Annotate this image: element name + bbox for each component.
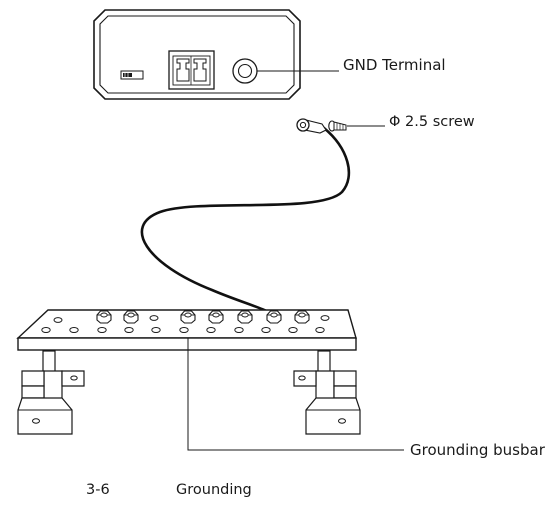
ring-terminal-icon — [296, 118, 327, 134]
mounting-bracket-right — [293, 370, 361, 435]
bolt-icon — [96, 310, 112, 324]
screw-label: Φ 2.5 screw — [389, 114, 475, 130]
figure-number: 3-6 — [86, 482, 110, 498]
busbar — [16, 309, 357, 384]
bolt-icon — [237, 310, 253, 324]
bolt-icon — [294, 310, 310, 324]
gnd-terminal-port-icon — [232, 58, 258, 84]
busbar-label: Grounding busbar — [410, 441, 545, 459]
gnd-terminal-label: GND Terminal — [343, 56, 446, 74]
bolt-icon — [266, 310, 282, 324]
dip-switch-icon — [120, 70, 144, 80]
bolt-icon — [123, 310, 139, 324]
power-connector-icon — [168, 50, 215, 90]
busbar-leader-line — [187, 338, 404, 451]
bolt-icon — [208, 310, 224, 324]
ground-wire — [140, 126, 351, 318]
figure-title: Grounding — [176, 482, 252, 498]
bolt-icon — [180, 310, 196, 324]
mounting-bracket-left — [17, 370, 85, 435]
screw-icon — [328, 120, 347, 132]
